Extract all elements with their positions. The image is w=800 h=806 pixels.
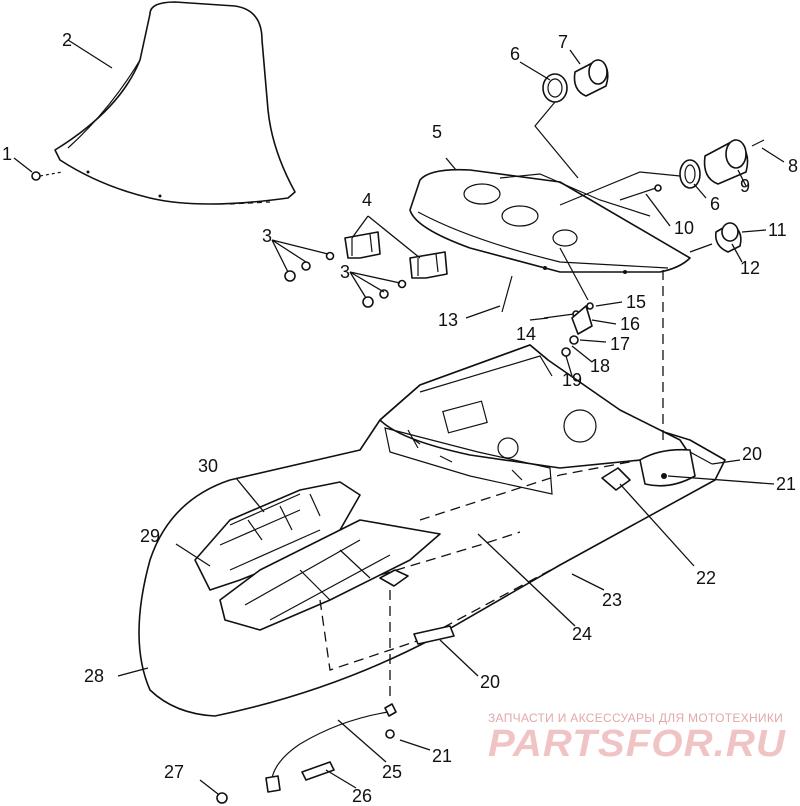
windshield bbox=[54, 1, 296, 205]
callout-21a: 21 bbox=[776, 474, 796, 494]
cable-assembly bbox=[216, 703, 397, 804]
console-screw bbox=[619, 184, 662, 201]
callout-6b: 6 bbox=[710, 194, 720, 214]
instrument-console bbox=[409, 168, 691, 274]
hood bbox=[138, 270, 726, 717]
gauge-right bbox=[559, 139, 765, 206]
callout-9: 9 bbox=[740, 176, 750, 196]
callout-28: 28 bbox=[84, 666, 104, 686]
callout-6a: 6 bbox=[510, 44, 520, 64]
callout-27: 27 bbox=[164, 762, 184, 782]
callout-2: 2 bbox=[62, 30, 72, 50]
callout-20b: 20 bbox=[480, 672, 500, 692]
watermark-tagline: ЗАПЧАСТИ И АКСЕССУАРЫ ДЛЯ МОТОТЕХНИКИ bbox=[488, 711, 783, 725]
callout-16: 16 bbox=[620, 314, 640, 334]
brackets bbox=[344, 231, 448, 279]
gauge-top bbox=[534, 59, 609, 179]
callout-1: 1 bbox=[2, 144, 12, 164]
switch bbox=[689, 222, 742, 253]
callout-5: 5 bbox=[432, 122, 442, 142]
callout-26: 26 bbox=[352, 786, 372, 806]
callout-15: 15 bbox=[626, 292, 646, 312]
callout-10: 10 bbox=[674, 218, 694, 238]
callout-14: 14 bbox=[516, 324, 536, 344]
callout-24: 24 bbox=[572, 624, 592, 644]
callout-7: 7 bbox=[558, 32, 568, 52]
callout-29: 29 bbox=[140, 526, 160, 546]
callout-17: 17 bbox=[610, 334, 630, 354]
callout-22: 22 bbox=[696, 568, 716, 588]
bracket-hardware bbox=[284, 251, 407, 308]
callouts: 2 1 3 3 4 5 6 7 8 9 6 10 11 12 15 13 14 … bbox=[2, 30, 798, 806]
callout-3a: 3 bbox=[262, 226, 272, 246]
leader-lines bbox=[13, 39, 785, 795]
callout-8: 8 bbox=[788, 156, 798, 176]
callout-3b: 3 bbox=[340, 262, 350, 282]
callout-18: 18 bbox=[590, 356, 610, 376]
callout-25: 25 bbox=[382, 762, 402, 782]
console-hardware bbox=[501, 247, 594, 357]
callout-30: 30 bbox=[198, 456, 218, 476]
callout-11: 11 bbox=[768, 220, 787, 240]
watermark: ЗАПЧАСТИ И АКСЕССУАРЫ ДЛЯ МОТОТЕХНИКИ PA… bbox=[488, 711, 787, 765]
callout-23: 23 bbox=[602, 590, 622, 610]
callout-20a: 20 bbox=[742, 444, 762, 464]
callout-4: 4 bbox=[362, 190, 372, 210]
windshield-screw bbox=[31, 171, 63, 181]
callout-21b: 21 bbox=[432, 746, 452, 766]
watermark-logo: PARTSFOR.RU bbox=[488, 723, 787, 765]
callout-13: 13 bbox=[438, 310, 458, 330]
callout-19: 19 bbox=[562, 370, 582, 390]
callout-12: 12 bbox=[740, 258, 760, 278]
